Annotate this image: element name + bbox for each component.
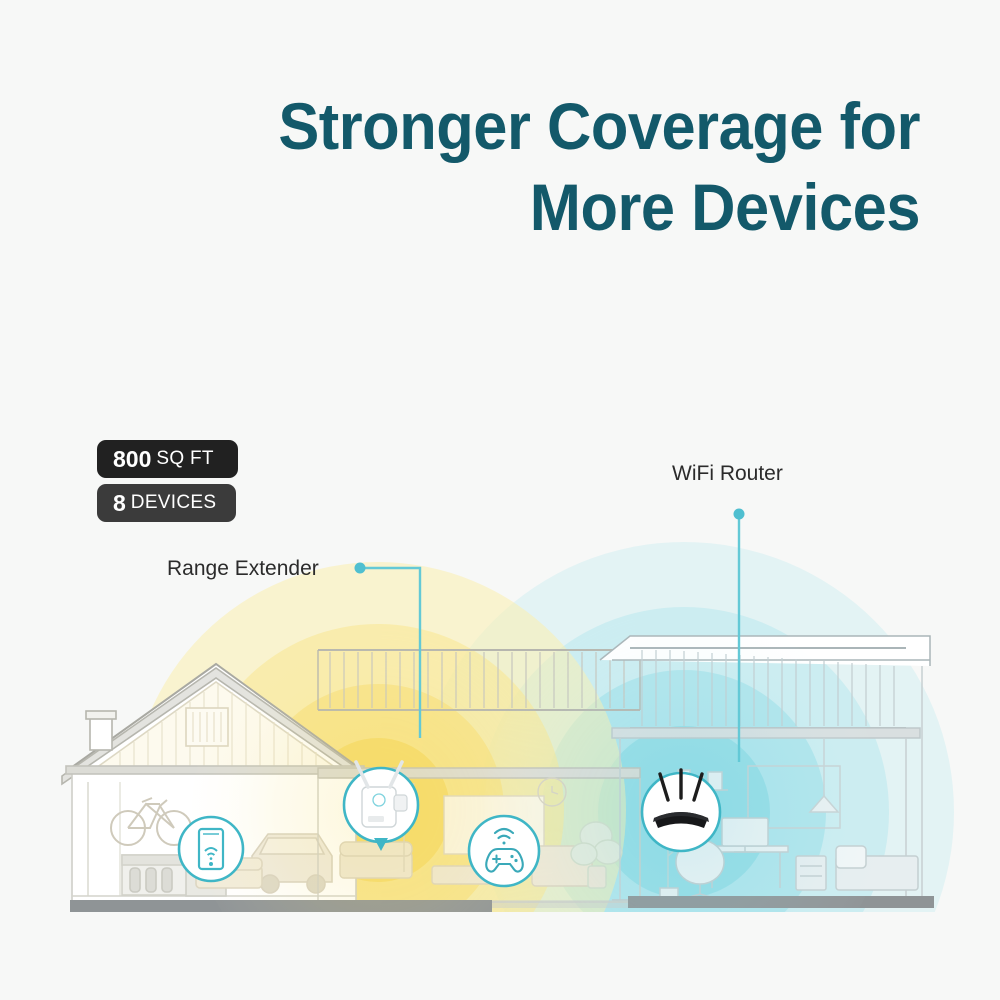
leader-range-extender [362, 566, 422, 738]
device-bubble-gamepad [467, 814, 541, 888]
badge-device-value: 8 [113, 489, 126, 516]
badge-device-count: 8 DEVICES [97, 484, 236, 522]
device-bubble-smartphone [177, 815, 245, 883]
badge-coverage-value: 800 [113, 445, 152, 472]
phone-wifi-icon [197, 827, 225, 871]
page-title: Stronger Coverage for More Devices [64, 86, 920, 247]
badge-coverage-area: 800 SQ FT [97, 440, 238, 478]
callout-label-wifi-router: WiFi Router [672, 462, 783, 485]
badge-coverage-unit: SQ FT [156, 448, 214, 469]
leader-dot-wifi-router [733, 508, 745, 520]
leader-dot-range-extender [354, 562, 366, 574]
spec-badges: 800 SQ FT 8 DEVICES [97, 440, 238, 522]
router-icon [653, 768, 709, 828]
badge-device-unit: DEVICES [130, 492, 217, 513]
device-bubble-range-extender [342, 760, 420, 851]
range-extender-icon [354, 760, 408, 828]
headline-line-2: More Devices [529, 169, 921, 244]
device-bubble-router [640, 768, 722, 853]
headline-line-1: Stronger Coverage for [278, 89, 920, 163]
gamepad-wifi-icon [485, 827, 524, 873]
leader-lines [362, 517, 741, 762]
callout-label-range-extender: Range Extender [167, 557, 319, 580]
